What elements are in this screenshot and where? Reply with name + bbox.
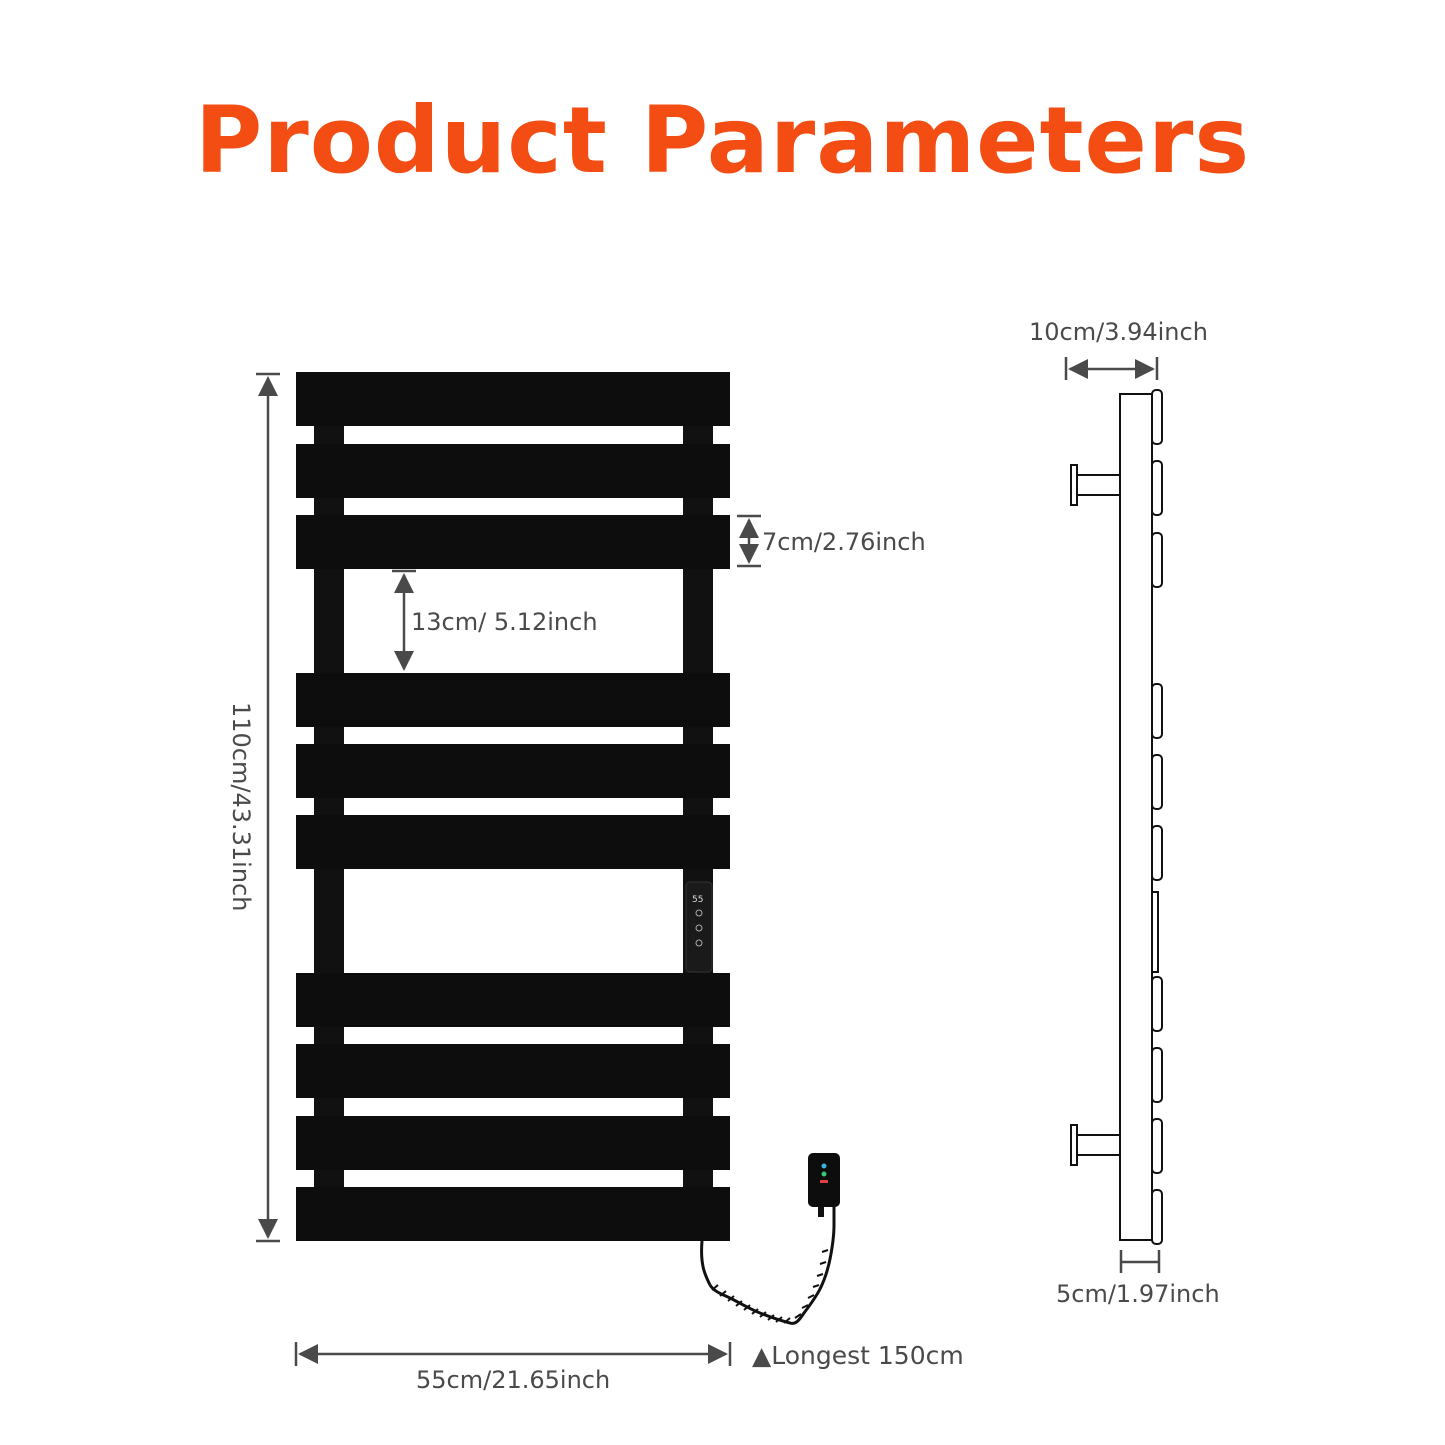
- side-bar: [1151, 460, 1163, 516]
- depth-label: 10cm/3.94inch: [1029, 318, 1208, 346]
- cable-length-label: ▲Longest 150cm: [752, 1341, 964, 1370]
- side-frame: [1119, 393, 1153, 1241]
- towel-rack-front-view: 55: [296, 372, 840, 1325]
- side-bar: [1151, 976, 1163, 1032]
- power-cable: [700, 1185, 836, 1325]
- towel-rack-side-view: [1070, 389, 1163, 1245]
- timer-icon: [695, 909, 703, 917]
- bar-gap-dimension: [392, 569, 416, 671]
- side-control: [1151, 891, 1159, 973]
- mode-icon: [695, 924, 703, 932]
- rack-bar: [296, 1044, 730, 1098]
- side-bar: [1151, 754, 1163, 810]
- plug: [808, 1153, 840, 1217]
- height-dimension: [256, 372, 280, 1243]
- rack-bar: [296, 444, 730, 498]
- width-label: 55cm/21.65inch: [416, 1366, 611, 1394]
- bar-gap-label: 13cm/ 5.12inch: [411, 608, 598, 636]
- rack-bar: [296, 1187, 730, 1241]
- rack-bar: [296, 515, 730, 569]
- bar-depth-label: 5cm/1.97inch: [1056, 1280, 1220, 1308]
- wall-bracket-top: [1070, 464, 1121, 506]
- rack-rail-right: [683, 380, 713, 1240]
- rack-bar: [296, 673, 730, 727]
- page-title: Product Parameters: [194, 87, 1251, 194]
- rack-bar: [296, 815, 730, 869]
- power-icon: [695, 939, 703, 947]
- width-dimension: [294, 1342, 732, 1366]
- side-bar: [1151, 532, 1163, 588]
- control-panel: 55: [685, 881, 713, 973]
- rack-rail-left: [314, 380, 344, 1240]
- side-bar: [1151, 825, 1163, 881]
- rack-bar: [296, 1116, 730, 1170]
- bar-depth-dimension: [1119, 1250, 1161, 1273]
- wall-bracket-bottom: [1070, 1124, 1121, 1166]
- side-bar: [1151, 389, 1163, 445]
- control-display: 55: [692, 895, 703, 905]
- bar-height-label: 7cm/2.76inch: [762, 528, 926, 556]
- bar-height-dimension: [737, 514, 761, 568]
- rack-bar: [296, 744, 730, 798]
- rack-bar: [296, 372, 730, 426]
- depth-dimension: [1064, 357, 1159, 380]
- rack-bar: [296, 973, 730, 1027]
- side-bar: [1151, 1047, 1163, 1103]
- height-label: 110cm/43.31inch: [227, 702, 255, 912]
- side-bar: [1151, 1189, 1163, 1245]
- side-bar: [1151, 683, 1163, 739]
- side-bar: [1151, 1118, 1163, 1174]
